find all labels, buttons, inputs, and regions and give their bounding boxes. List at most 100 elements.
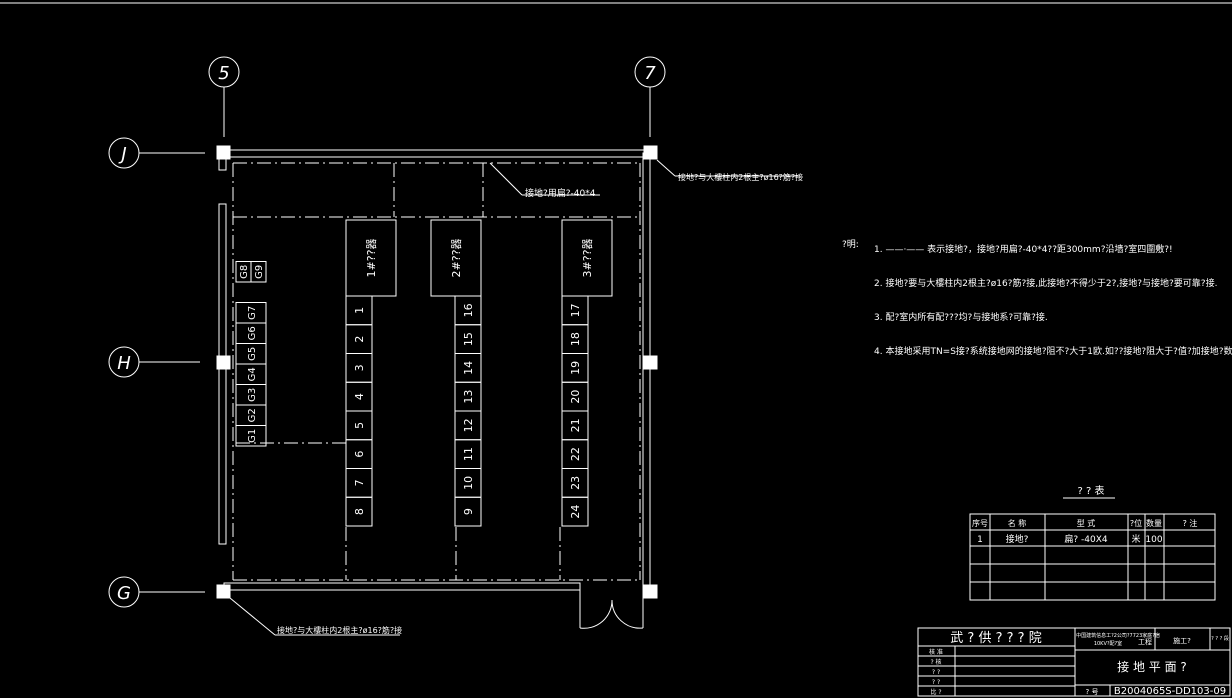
cabinet-cell: 5 <box>345 410 373 441</box>
cabinet-cell: 19 <box>561 353 589 383</box>
table-header-qty: 数量 <box>1146 518 1162 528</box>
leader-top-mid <box>489 162 523 196</box>
g-cabinet-label: G1 <box>247 429 258 443</box>
column-H7 <box>643 355 658 370</box>
stage-name: 施工? <box>1173 636 1191 645</box>
callout-top-mid: 接地?用扁?-40*4 <box>525 187 596 199</box>
axis-bubble-7: 7 <box>634 56 666 137</box>
callout-bottom-left: 接地?与大樓柱内2根主?ø16?筋?接 <box>277 625 402 635</box>
cabinet-number: 19 <box>569 361 582 375</box>
institute-name: 武 ? 供 ? ? ? 院 <box>950 631 1041 646</box>
g-cabinet-cell: G8 <box>235 261 252 283</box>
cabinet-cell: 22 <box>561 439 589 469</box>
g-cabinet-label: G2 <box>247 408 258 422</box>
g-cabinet-label: G5 <box>247 347 258 361</box>
notes-label: ?明: <box>842 239 859 250</box>
g-cabinet-cell: G5 <box>235 343 267 365</box>
g-cabinet-cell: G4 <box>235 363 267 385</box>
column-G7 <box>643 584 658 599</box>
cabinet-number: 15 <box>462 332 475 346</box>
cabinet-cell: 8 <box>345 496 373 527</box>
cabinet-column-1: 1 2 3 4 5 6 7 8 <box>345 295 373 527</box>
transformer-2: 2#??器 <box>430 219 482 297</box>
cabinet-cell: 7 <box>345 468 373 498</box>
cabinet-number: 7 <box>353 479 366 486</box>
axis-bubble-J: J <box>108 137 205 169</box>
transformer-3-label: 3#??器 <box>581 239 594 278</box>
cabinet-number: 20 <box>569 390 582 404</box>
cabinet-cell: 3 <box>345 353 373 383</box>
leader-bottom-left <box>229 597 276 636</box>
project-name-1: 中国建筑信息工?2公司?7723家庭?宿 <box>1076 632 1160 639</box>
transformer-2-label: 2#??器 <box>450 239 463 278</box>
cabinet-number: 11 <box>462 447 475 461</box>
cabinet-cell: 13 <box>454 381 482 412</box>
leader-top-right <box>656 159 676 177</box>
axis-label-J: J <box>118 144 126 165</box>
column-H5 <box>216 355 231 370</box>
axis-bubble-5: 5 <box>208 56 240 137</box>
cabinet-cell: 1 <box>345 295 373 326</box>
g-cabinet-cell: G7 <box>235 302 267 324</box>
cabinet-cell: 15 <box>454 324 482 354</box>
note-4: 4. 本接地采用TN=S接?系统接地网的接地?阻不?大于1欧.如??接地?阻大于… <box>874 345 1232 357</box>
g-cabinet-label: G4 <box>247 367 258 381</box>
cabinet-cell: 24 <box>561 496 589 527</box>
cabinet-number: 6 <box>353 451 366 458</box>
role-scale: 比 ? <box>930 688 941 696</box>
table-header-no: 序号 <box>972 518 988 528</box>
cabinet-number: 10 <box>462 476 475 490</box>
cabinet-cell: 17 <box>561 295 589 326</box>
note-2: 2. 接地?要与大樓柱内2根主?ø16?筋?接,此接地?不得少于2?,接地?与接… <box>874 277 1217 289</box>
cabinet-number: 16 <box>462 303 475 317</box>
table-header-remark: ? 注 <box>1183 518 1198 528</box>
cabinet-column-3: 17 18 19 20 21 22 23 24 <box>561 295 589 527</box>
table-cell: 100 <box>1145 535 1162 545</box>
g-cabinet-label: G9 <box>254 265 265 279</box>
g-cabinet-label: G8 <box>239 265 250 279</box>
g-cabinet-cell: G3 <box>235 384 267 406</box>
axis-label-G: G <box>117 583 131 604</box>
cabinet-number: 21 <box>569 418 582 432</box>
transformer-3: 3#??器 <box>561 219 613 297</box>
cabinet-number: 8 <box>353 508 366 515</box>
cabinet-number: 18 <box>569 332 582 346</box>
table-header-unit: ?位 <box>1130 518 1142 528</box>
material-table-title: ? ? 表 <box>1078 484 1105 497</box>
role-design: ? ? <box>932 679 940 686</box>
table-cell: 扁? -40X4 <box>1064 533 1108 545</box>
cabinet-number: 2 <box>353 336 366 343</box>
room-walls <box>218 149 651 628</box>
drawing-number: B2004065S-DD103-09 <box>1114 686 1226 697</box>
axis-bubble-H: H <box>108 346 200 378</box>
drawing-name: 接 地 平 面 ? <box>1117 659 1187 674</box>
transformer-1-label: 1#??器 <box>365 239 378 278</box>
axis-label-5: 5 <box>218 63 229 84</box>
cabinet-number: 1 <box>353 307 366 314</box>
role-approve: 核 准 <box>929 648 943 656</box>
stage-label: ? ? ? 段 <box>1211 635 1229 642</box>
cabinet-number: 4 <box>353 393 366 400</box>
g-cabinet-label: G3 <box>247 388 258 402</box>
cabinet-cell: 10 <box>454 468 482 498</box>
g-cabinet-label: G7 <box>247 306 258 320</box>
callout-top-right: 接地?与大樓柱内2根主?ø16?筋?接 <box>678 172 803 182</box>
table-header-type: 型 式 <box>1077 518 1096 528</box>
column-J5 <box>216 145 231 160</box>
g-cabinet-cell: G9 <box>250 261 267 283</box>
cabinet-number: 23 <box>569 476 582 490</box>
role-check: ? ? <box>932 669 940 676</box>
column-J7 <box>643 145 658 160</box>
cabinet-cell: 12 <box>454 410 482 441</box>
cabinet-cell: 11 <box>454 439 482 469</box>
axis-label-H: H <box>117 353 131 374</box>
cabinet-cell: 23 <box>561 468 589 498</box>
cabinet-number: 24 <box>569 505 582 519</box>
cabinet-number: 22 <box>569 447 582 461</box>
title-block: 武 ? 供 ? ? ? 院 中国建筑信息工?2公司?7723家庭?宿 10KV?… <box>917 627 1231 697</box>
transformer-1: 1#??器 <box>345 219 397 297</box>
note-3: 3. 配?室内所有配???均?与接地系?可靠?接. <box>874 311 1048 323</box>
